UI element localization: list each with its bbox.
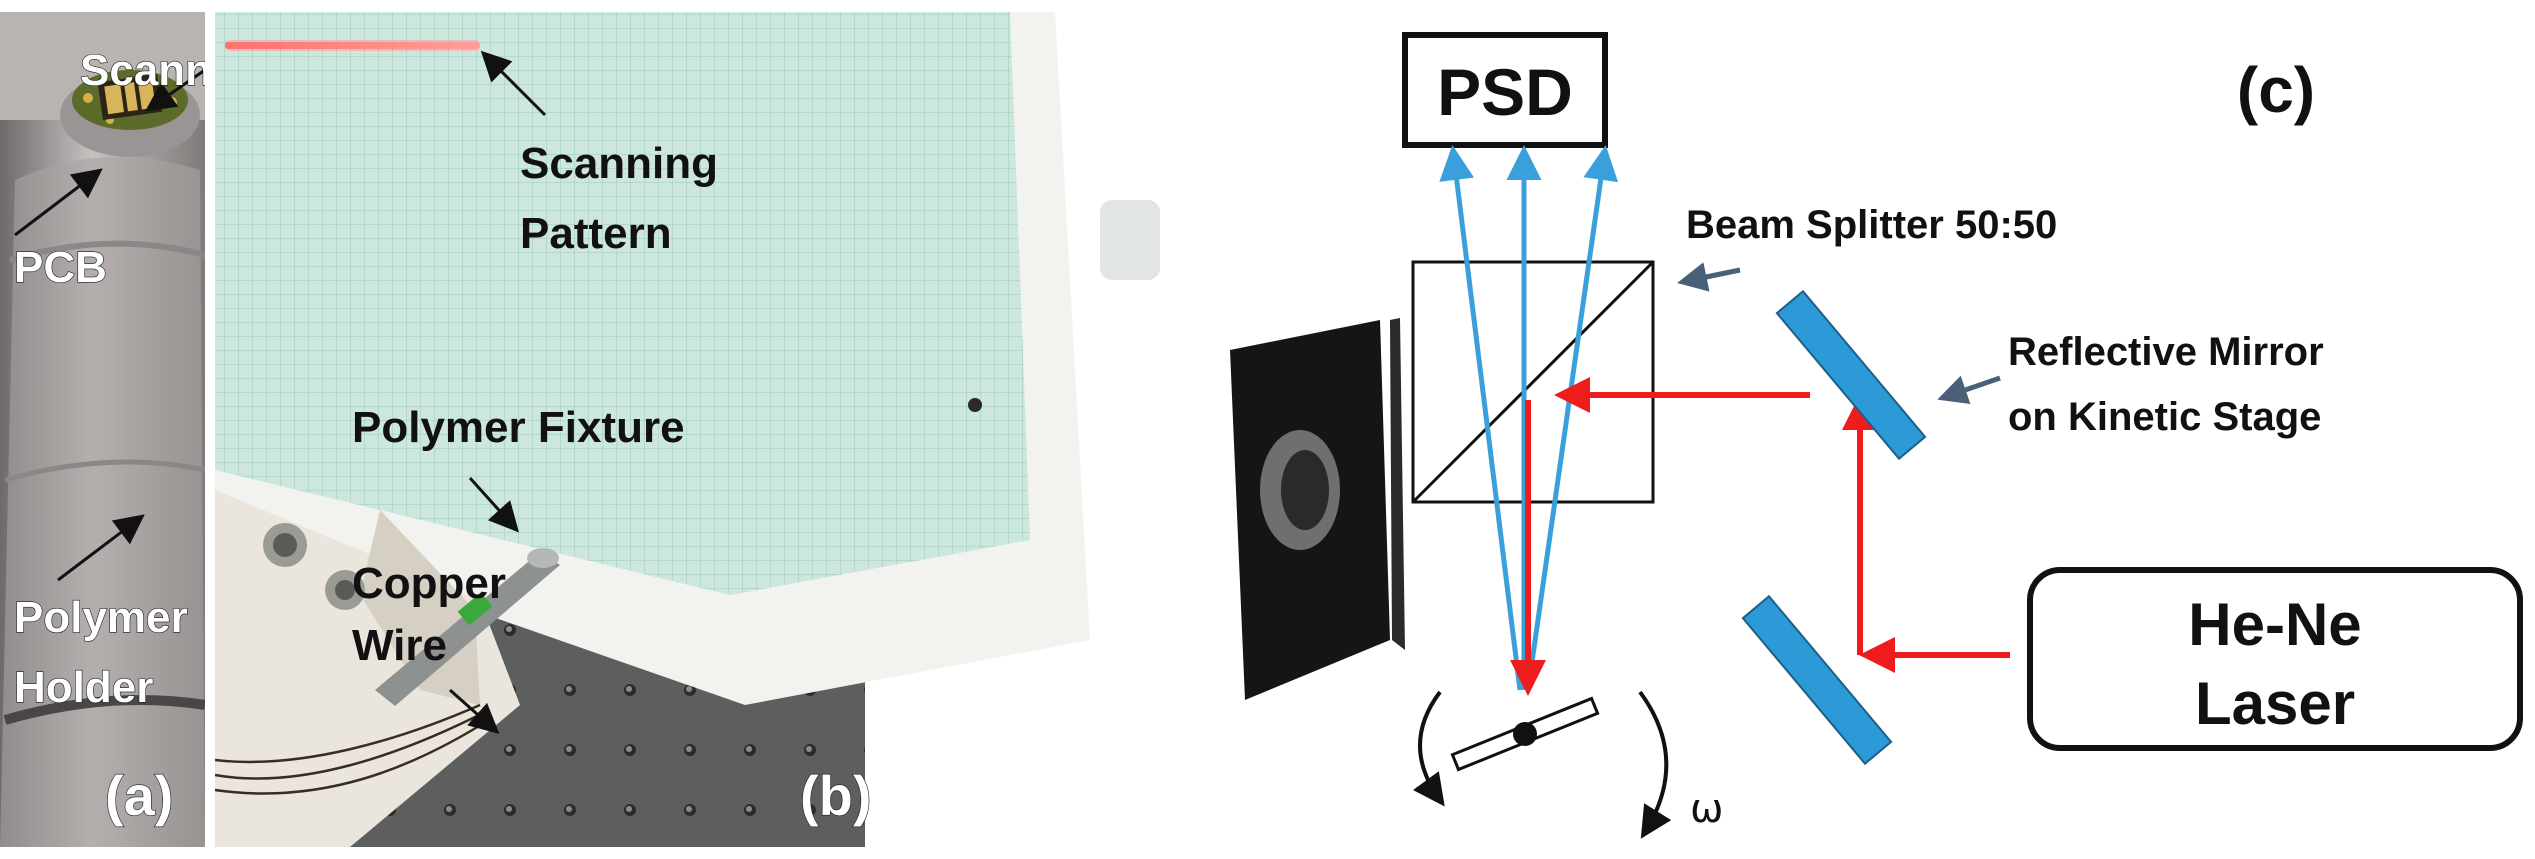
lower-mirror — [1741, 594, 1893, 766]
psd-box — [1402, 32, 1608, 148]
polymer-fixture-label: Polymer Fixture — [352, 403, 685, 452]
scanner-pointer-arrow — [145, 68, 206, 112]
holder-pointer-arrow — [57, 514, 145, 582]
psd-label: PSD — [1437, 55, 1573, 129]
panel-b-tag: (b) — [800, 764, 872, 827]
optical-mount — [1100, 200, 1405, 700]
copper-wire-label-line1: Copper — [352, 559, 506, 608]
panel-b-photo: Scanning Pattern Polymer Fixture Copper … — [214, 12, 1405, 847]
scanning-pattern-pointer-arrow — [480, 50, 547, 117]
wire-pointer-arrow — [449, 688, 500, 734]
scanning-mirror — [1450, 696, 1600, 772]
scanning-pattern-label-line2: Pattern — [520, 209, 672, 258]
beam-splitter — [1411, 260, 1655, 504]
pcb-pointer-arrow — [14, 168, 103, 237]
copper-wire-label-line2: Wire — [352, 621, 447, 670]
polymer-holder-label-line1: Polymer — [14, 593, 188, 642]
scanning-pattern-line — [225, 42, 480, 49]
polymer-holder-label-line2: Holder — [14, 663, 153, 712]
omega-label: ω — [1690, 786, 1724, 832]
laser-label-line1: He-Ne — [2188, 591, 2361, 658]
panel-a-tag: (a) — [105, 764, 173, 827]
reflected-beams — [1439, 145, 1619, 691]
reflective-mirror-label-line1: Reflective Mirror — [2008, 330, 2324, 374]
grid-paper — [215, 12, 1090, 705]
panel-c-schematic: PSD (c) Beam Splitter 50:50 Reflective M… — [1402, 32, 2523, 839]
scanning-pattern-label-line1: Scanning — [520, 139, 718, 188]
laser-beam-path — [1510, 377, 2010, 696]
rotation-arrow-right — [1638, 690, 1672, 839]
laser-box — [2027, 567, 2523, 751]
copper-wires — [214, 703, 493, 795]
fixture-pointer-arrow — [468, 476, 520, 533]
scanner-tube — [375, 548, 560, 706]
pcb-label: PCB — [14, 243, 107, 292]
panel-a-photo: Scanner PCB Polymer Holder (a) — [0, 12, 254, 848]
beam-splitter-pointer-arrow — [1677, 262, 1741, 292]
panel-c-tag: (c) — [2237, 54, 2315, 126]
reflective-mirror-label-line2: on Kinetic Stage — [2008, 395, 2321, 439]
beam-splitter-label: Beam Splitter 50:50 — [1686, 203, 2057, 247]
upper-mirror — [1775, 289, 1927, 461]
laser-label-line2: Laser — [2195, 670, 2355, 737]
mirror-pointer-arrow — [1937, 375, 2001, 405]
rotation-arrow-left — [1412, 690, 1445, 807]
